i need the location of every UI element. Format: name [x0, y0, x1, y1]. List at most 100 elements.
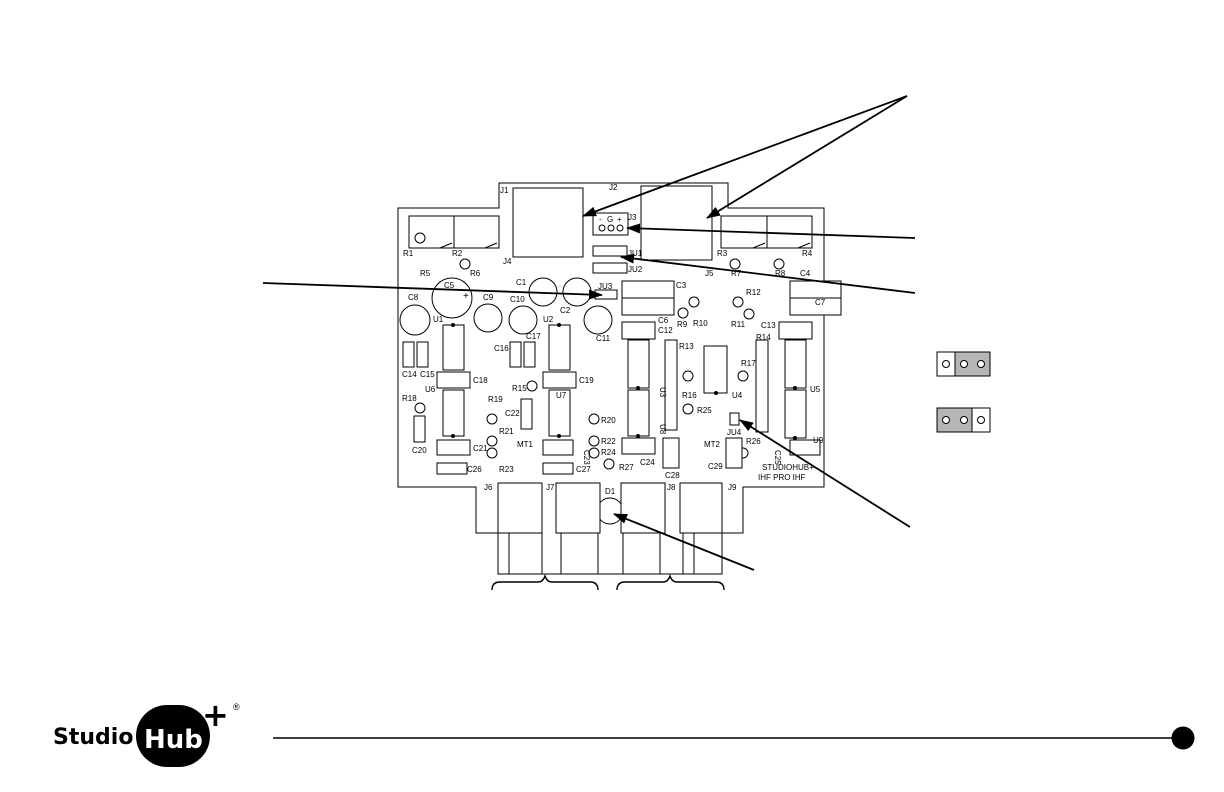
- label-r16: R16: [682, 391, 697, 400]
- label-r25: R25: [697, 406, 712, 415]
- jumper-legend-position-a: [936, 351, 991, 377]
- label-c22: C22: [505, 409, 520, 418]
- label-r20: R20: [601, 416, 616, 425]
- label-r21: R21: [499, 427, 514, 436]
- label-c5: C5: [444, 281, 455, 290]
- component-labels: J1 J2 J3 J4 J5 J6 J7 J8 J9 JU1 JU2 JU3 J…: [402, 183, 826, 496]
- label-c27: C27: [576, 465, 591, 474]
- label-c29: C29: [708, 462, 723, 471]
- arrow-to-j5: [706, 95, 908, 219]
- label-mt1: MT1: [517, 440, 534, 449]
- arrow-to-d1: [613, 513, 755, 571]
- label-c17: C17: [526, 332, 541, 341]
- integrated-circuits: [442, 324, 807, 439]
- label-ju1: JU1: [628, 249, 643, 258]
- label-c16: C16: [494, 344, 509, 353]
- arrow-to-j1: [582, 95, 908, 217]
- label-r22: R22: [601, 437, 616, 446]
- film-capacitors: [402, 280, 842, 475]
- label-c20: C20: [412, 446, 427, 455]
- label-r27: R27: [619, 463, 634, 472]
- channel-brace-right: [616, 573, 725, 591]
- label-r12: R12: [746, 288, 761, 297]
- label-r5: R5: [420, 269, 431, 278]
- label-c18: C18: [473, 376, 488, 385]
- label-c21: C21: [473, 444, 488, 453]
- label-c23: C23: [582, 450, 591, 465]
- channel-brace-left: [491, 573, 599, 591]
- label-c26: C26: [467, 465, 482, 474]
- label-mt2: MT2: [704, 440, 721, 449]
- label-r10: R10: [693, 319, 708, 328]
- label-u5: U5: [810, 385, 821, 394]
- logo-text-studio: Studio: [53, 725, 133, 750]
- label-u6: U6: [425, 385, 436, 394]
- label-r14: R14: [756, 333, 771, 342]
- label-c13: C13: [761, 321, 776, 330]
- label-u7: U7: [556, 391, 567, 400]
- label-c14: C14: [402, 370, 417, 379]
- electrolytic-capacitors: [399, 277, 613, 336]
- label-c19: C19: [579, 376, 594, 385]
- label-r4: R4: [802, 249, 813, 258]
- logo-plus: +: [202, 696, 229, 734]
- label-r6: R6: [470, 269, 481, 278]
- callout-arrows: [262, 95, 916, 571]
- label-ju4: JU4: [727, 428, 742, 437]
- label-c12: C12: [658, 326, 673, 335]
- label-r8: R8: [775, 269, 786, 278]
- page-marker-dot: [1171, 726, 1195, 750]
- label-c3: C3: [676, 281, 687, 290]
- connector-j5: [640, 185, 713, 261]
- label-c10: C10: [510, 295, 525, 304]
- label-c24: C24: [640, 458, 655, 467]
- connector-j1: [512, 187, 584, 258]
- label-j4: J4: [503, 257, 512, 266]
- label-c6: C6: [658, 316, 669, 325]
- ic-pin1-marks: [451, 323, 797, 440]
- studiohub-logo: Studio Hub + ®: [53, 696, 240, 767]
- label-ju2: JU2: [628, 265, 643, 274]
- label-j1: J1: [500, 186, 509, 195]
- terminal-plus: +: [617, 215, 622, 224]
- arrow-to-ju1: [620, 253, 916, 294]
- logo-registered-mark: ®: [233, 702, 240, 712]
- label-u9: U9: [813, 436, 824, 445]
- trimpots-left: [408, 215, 500, 249]
- label-r24: R24: [601, 448, 616, 457]
- label-r9: R9: [677, 320, 688, 329]
- label-ju3: JU3: [598, 282, 613, 291]
- label-c9: C9: [483, 293, 494, 302]
- label-r1: R1: [403, 249, 414, 258]
- silkscreen-brand: STUDIOHUB+: [762, 463, 814, 472]
- label-r2: R2: [452, 249, 463, 258]
- jumper-legend-position-b: [936, 407, 991, 433]
- label-c15: C15: [420, 370, 435, 379]
- label-c1: C1: [516, 278, 527, 287]
- label-r18: R18: [402, 394, 417, 403]
- label-c5-polarity: +: [463, 291, 469, 302]
- label-j6: J6: [484, 483, 493, 492]
- label-d1: D1: [605, 487, 616, 496]
- label-j3: J3: [628, 213, 637, 222]
- label-r7: R7: [731, 269, 742, 278]
- label-j9: J9: [728, 483, 737, 492]
- label-j2: J2: [609, 183, 618, 192]
- label-r3: R3: [717, 249, 728, 258]
- label-c8: C8: [408, 293, 419, 302]
- board-outline: [397, 182, 825, 575]
- jumper-ju2: [592, 262, 628, 274]
- label-r13: R13: [679, 342, 694, 351]
- label-r17: R17: [741, 359, 756, 368]
- label-c11: C11: [596, 334, 611, 343]
- arrow-to-ju4: [739, 419, 911, 528]
- rca-jacks: [497, 482, 723, 575]
- label-r23: R23: [499, 465, 514, 474]
- label-j8: J8: [667, 483, 676, 492]
- label-u8: U8: [658, 424, 667, 435]
- label-c7: C7: [815, 298, 826, 307]
- arrow-to-j3: [626, 223, 916, 239]
- label-c25: C25: [773, 450, 782, 465]
- terminal-block-j3: - G +: [592, 212, 629, 236]
